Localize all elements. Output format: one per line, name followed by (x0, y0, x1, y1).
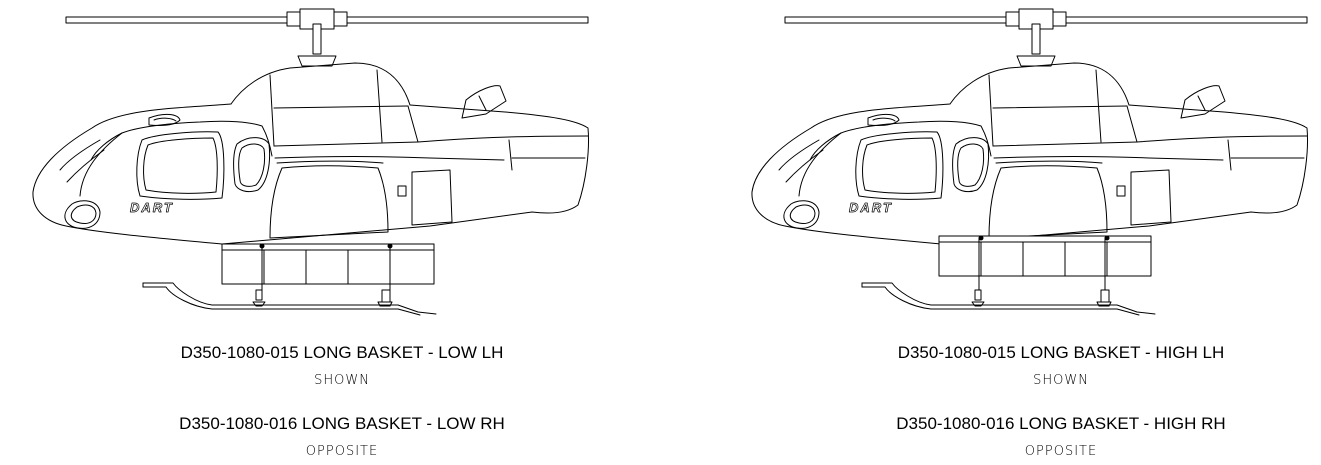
part-title-lh: D350-1080-015 LONG BASKET - LOW LH (180, 343, 504, 362)
basket-high (938, 235, 1152, 291)
helicopter-high-basket-drawing: DART (751, 8, 1308, 316)
panel-low-basket: DART D350-1080-015 LONG BASKET - LOW LH … (0, 0, 650, 465)
part-title-rh: D350-1080-016 LONG BASKET - LOW RH (179, 414, 505, 433)
part-title-lh: D350-1080-015 LONG BASKET - HIGH LH (897, 343, 1225, 362)
shown-note: SHOWN (314, 373, 370, 388)
shown-note: SHOWN (1033, 373, 1089, 388)
logo-text: DART (130, 200, 174, 215)
panel-high-basket: DART D350-1080-015 LONG BASKET - HIGH LH… (719, 0, 1321, 465)
part-title-rh: D350-1080-016 LONG BASKET - HIGH RH (896, 414, 1226, 433)
opposite-note: OPPOSITE (305, 444, 379, 459)
fuselage-body (32, 62, 589, 245)
landing-skids (142, 282, 437, 316)
landing-skids (861, 282, 1156, 316)
opposite-note: OPPOSITE (1024, 444, 1098, 459)
fuselage-body (751, 62, 1308, 245)
main-rotor (784, 8, 1308, 67)
helicopter-low-basket-drawing: DART (32, 8, 589, 316)
logo-text: DART (849, 200, 893, 215)
main-rotor (65, 8, 589, 67)
basket-low (221, 243, 435, 291)
